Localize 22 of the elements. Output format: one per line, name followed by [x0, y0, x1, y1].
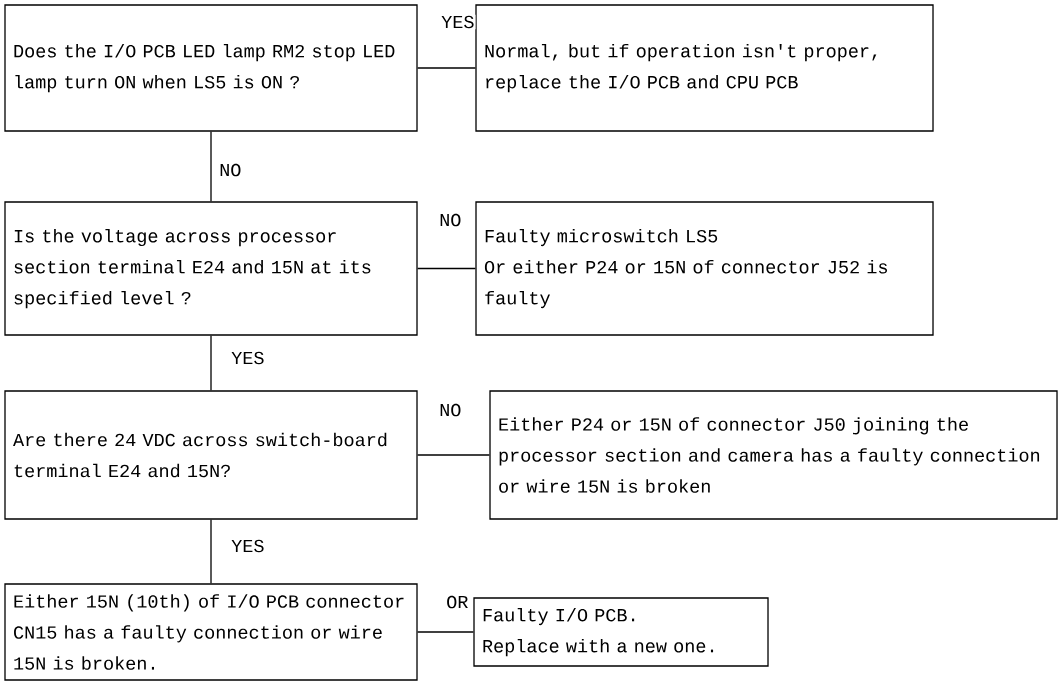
flowchart-box: Are there 24 VDC across switch-board terminal E24 and 15N?	[4, 390, 418, 520]
edge-label: NO	[218, 162, 243, 178]
edge-label: YES	[440, 14, 476, 30]
edge-label: YES	[230, 350, 266, 366]
flowchart-box: Either P24 or 15N of connector J50 joining the processor section and camera has a faulty connection or wire 15N is broken	[489, 390, 1058, 520]
connector-line	[417, 631, 474, 633]
connector-line	[210, 519, 212, 584]
connector-line	[417, 267, 476, 270]
connector-line	[210, 335, 212, 391]
edge-label: OR	[445, 594, 470, 610]
edge-label: NO	[438, 212, 463, 228]
flowchart-box: Faulty microswitch LS5 Or either P24 or 15N of connector J52 is faulty	[475, 201, 934, 336]
flowchart-box: Normal, but if operation isn't proper, replace the I/O PCB and CPU PCB	[475, 4, 934, 132]
edge-label: YES	[230, 538, 266, 554]
flowchart-box: Does the I/O PCB LED lamp RM2 stop LED lamp turn ON when LS5 is ON ?	[4, 4, 418, 132]
flowchart-box: Faulty I/O PCB. Replace with a new one.	[473, 597, 769, 667]
connector-line	[417, 454, 490, 456]
edge-label: NO	[438, 402, 463, 418]
flowchart-box: Is the voltage across processor section terminal E24 and 15N at its specified level ?	[4, 201, 418, 336]
connector-line	[210, 131, 212, 202]
connector-line	[417, 67, 476, 69]
flowchart-box: Either 15N (10th) of I/O PCB connector CN15 has a faulty connection or wire 15N is broken.	[4, 583, 418, 681]
